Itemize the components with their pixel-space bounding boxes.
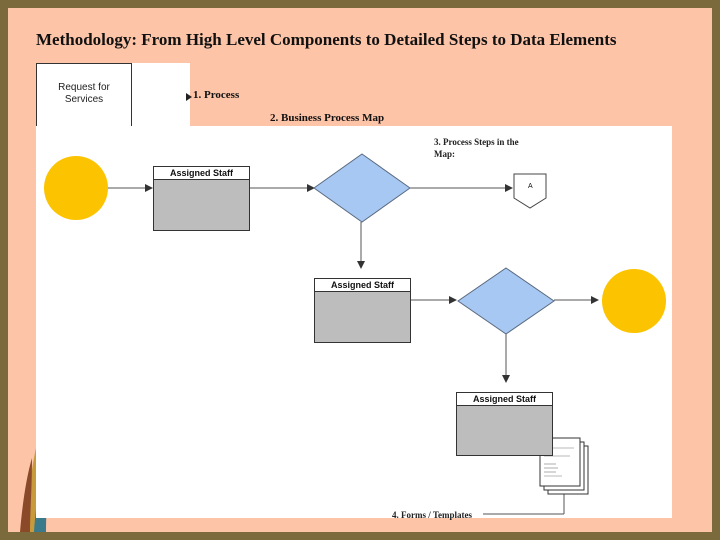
- end-event-circle: [602, 269, 666, 333]
- business-process-map: A Assigned Staff Assigned Staff Assigned…: [36, 126, 672, 520]
- flow-connectors: [44, 153, 666, 515]
- forms-templates-label: 4. Forms / Templates: [392, 510, 472, 520]
- connector-a-label: A: [528, 183, 533, 190]
- slide: Methodology: From High Level Components …: [8, 8, 712, 532]
- decision-diamond-1: [313, 153, 411, 223]
- assigned-staff-label: Assigned Staff: [457, 393, 552, 406]
- offpage-connector-a: [513, 173, 547, 209]
- assigned-staff-box-1: Assigned Staff: [153, 166, 250, 231]
- assigned-staff-box-2: Assigned Staff: [314, 278, 411, 343]
- assigned-staff-label: Assigned Staff: [315, 279, 410, 292]
- assigned-staff-box-3: Assigned Staff: [456, 392, 553, 456]
- decision-diamond-2: [457, 267, 555, 335]
- process-pointer-icon: [186, 93, 192, 101]
- start-event-circle: [44, 156, 108, 220]
- business-process-map-label: 2. Business Process Map: [270, 112, 385, 124]
- assigned-staff-label: Assigned Staff: [154, 167, 249, 180]
- process-label: 1. Process: [193, 89, 240, 101]
- slide-title: Methodology: From High Level Components …: [36, 30, 617, 49]
